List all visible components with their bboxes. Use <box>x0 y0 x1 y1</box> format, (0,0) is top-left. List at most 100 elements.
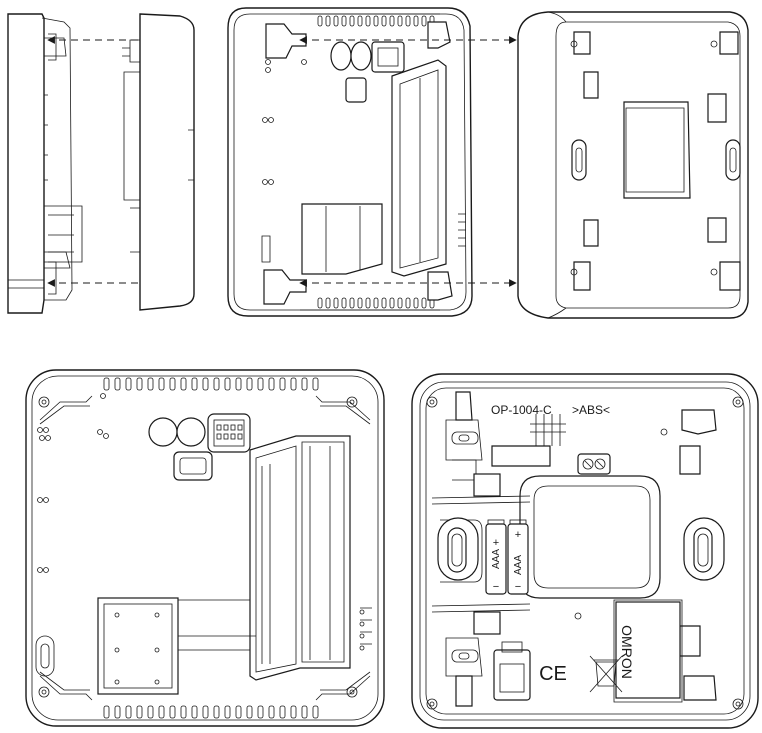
vent-slot <box>301 377 308 391</box>
vent-slot <box>246 377 253 391</box>
connector-pin <box>223 424 229 431</box>
vent-slot <box>365 15 371 27</box>
connector-pin <box>237 433 243 440</box>
vent-slot <box>333 297 339 309</box>
battery-minus-sign-2: − <box>515 581 521 593</box>
vent-slot <box>357 297 363 309</box>
vent-slot <box>317 15 323 27</box>
back-plate-plan-view <box>25 369 385 727</box>
vent-slot <box>103 377 110 391</box>
back-plate-iso-view <box>227 7 473 317</box>
vent-slot <box>180 377 187 391</box>
vent-slot <box>312 377 319 391</box>
vent-slot <box>169 377 176 391</box>
vent-slot <box>191 705 198 719</box>
vent-slot <box>279 377 286 391</box>
vent-slot <box>421 297 427 309</box>
vent-slot <box>373 297 379 309</box>
vent-slot <box>365 297 371 309</box>
vent-slot <box>381 297 387 309</box>
vent-slot <box>333 15 339 27</box>
vent-slot <box>268 377 275 391</box>
vent-slot <box>413 297 419 309</box>
vent-slot <box>268 705 275 719</box>
connector-pin <box>230 424 236 431</box>
vent-slot <box>290 377 297 391</box>
vent-slot <box>373 15 379 27</box>
vent-slot <box>158 377 165 391</box>
vent-slot <box>349 15 355 27</box>
connector-pin <box>237 424 243 431</box>
connector-pin <box>230 433 236 440</box>
vent-slots-top <box>317 15 435 27</box>
vent-slot <box>257 377 264 391</box>
vent-slot <box>147 705 154 719</box>
vent-slot <box>180 705 187 719</box>
battery-label-2: AAA <box>513 555 524 575</box>
vent-slot <box>136 705 143 719</box>
vent-slot <box>136 377 143 391</box>
vent-slot <box>381 15 387 27</box>
vent-slot <box>405 15 411 27</box>
battery-minus-sign-1: − <box>493 581 499 593</box>
vent-slot <box>114 377 121 391</box>
vent-slot <box>341 297 347 309</box>
vent-slot <box>147 377 154 391</box>
front-cover-plan-view <box>411 373 759 729</box>
vent-slots-bottom-plan <box>103 705 319 719</box>
vent-slot <box>257 705 264 719</box>
vent-slot <box>169 705 176 719</box>
vent-slot <box>158 705 165 719</box>
vent-slot <box>349 297 355 309</box>
vent-slot <box>202 377 209 391</box>
vent-slot <box>357 15 363 27</box>
vent-slot <box>235 377 242 391</box>
connector-pin <box>223 433 229 440</box>
vent-slot <box>125 705 132 719</box>
header-rail <box>530 423 566 433</box>
battery-slot-1: + AAA − <box>491 537 502 593</box>
side-view-back-plate <box>7 13 83 314</box>
vent-slot <box>202 705 209 719</box>
vent-slot <box>301 705 308 719</box>
vent-slot <box>325 15 331 27</box>
side-view-front-cover <box>122 13 195 311</box>
vent-slot <box>103 705 110 719</box>
vent-slot <box>279 705 286 719</box>
vent-slot <box>125 377 132 391</box>
model-code-label: OP-1004-C <box>491 403 552 417</box>
vent-slot <box>235 705 242 719</box>
battery-plus-sign-1: + <box>493 537 499 549</box>
vent-slot <box>114 705 121 719</box>
battery-label-1: AAA <box>491 549 502 569</box>
front-cover-rear-view <box>517 11 749 319</box>
vent-slot <box>325 297 331 309</box>
battery-plus-sign-2: + <box>515 529 521 541</box>
vent-slot <box>290 705 297 719</box>
vent-slot <box>397 15 403 27</box>
vent-slot <box>405 297 411 309</box>
battery-slot-2: + AAA − <box>513 529 524 593</box>
brand-label: OMRON <box>619 625 635 679</box>
crossed-bin-icon <box>589 655 623 693</box>
vent-slot <box>413 15 419 27</box>
vent-slots-top-plan <box>103 377 319 391</box>
vent-slot <box>224 377 231 391</box>
vent-slot <box>191 377 198 391</box>
vent-slot <box>213 377 220 391</box>
connector-pin <box>216 424 222 431</box>
vent-slot <box>224 705 231 719</box>
vent-slot <box>246 705 253 719</box>
vent-slots-bottom <box>317 297 435 309</box>
vent-slot <box>341 15 347 27</box>
vent-slot <box>213 705 220 719</box>
vent-slot <box>397 297 403 309</box>
vent-slot <box>317 297 323 309</box>
vent-slot <box>389 297 395 309</box>
connector-pin <box>216 433 222 440</box>
vent-slot <box>421 15 427 27</box>
vent-slot <box>312 705 319 719</box>
ce-mark-icon: CE <box>539 663 567 685</box>
material-label: >ABS< <box>572 403 610 417</box>
